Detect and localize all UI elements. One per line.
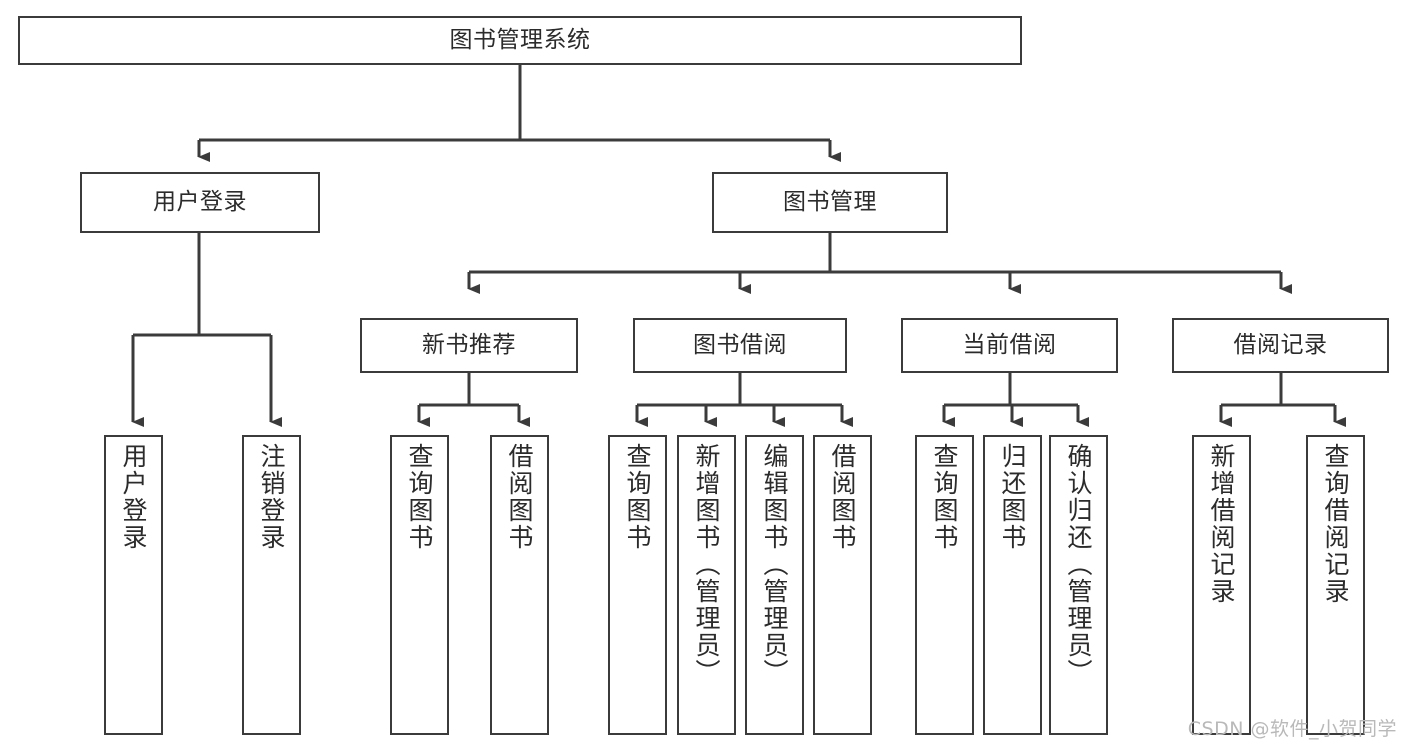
node-root-label: 图书管理系统 (449, 26, 591, 53)
node-borrow-record[interactable]: 借阅记录 (1172, 318, 1389, 373)
node-leaf-logout-login[interactable]: 注销登录 (242, 435, 301, 735)
node-leaf-borrow-book-1-label: 借阅图书 (505, 443, 534, 551)
node-leaf-add-record-label: 新增借阅记录 (1207, 443, 1236, 605)
node-book-borrow[interactable]: 图书借阅 (633, 318, 847, 373)
node-current-borrow-label: 当前借阅 (962, 331, 1057, 358)
node-book-borrow-label: 图书借阅 (693, 331, 787, 358)
node-leaf-query-book-2-label: 查询图书 (623, 443, 652, 551)
node-leaf-user-login-label: 用户登录 (119, 443, 148, 551)
node-current-borrow[interactable]: 当前借阅 (901, 318, 1118, 373)
node-user-login[interactable]: 用户登录 (80, 172, 320, 233)
node-leaf-borrow-book-2-label: 借阅图书 (828, 443, 857, 551)
node-leaf-query-book-1[interactable]: 查询图书 (390, 435, 449, 735)
node-new-book-recommend[interactable]: 新书推荐 (360, 318, 578, 373)
node-book-manage-label: 图书管理 (783, 188, 877, 215)
node-leaf-query-record[interactable]: 查询借阅记录 (1306, 435, 1365, 735)
node-leaf-edit-book[interactable]: 编辑图书（管理员） (745, 435, 804, 735)
node-leaf-user-login[interactable]: 用户登录 (104, 435, 163, 735)
node-borrow-record-label: 借阅记录 (1233, 331, 1328, 358)
node-leaf-add-book[interactable]: 新增图书（管理员） (677, 435, 736, 735)
node-leaf-edit-book-label: 编辑图书（管理员） (760, 443, 789, 686)
node-leaf-return-book-label: 归还图书 (998, 443, 1027, 551)
node-root[interactable]: 图书管理系统 (18, 16, 1022, 65)
node-leaf-add-record[interactable]: 新增借阅记录 (1192, 435, 1251, 735)
node-leaf-query-record-label: 查询借阅记录 (1321, 443, 1350, 605)
watermark-text: CSDN @软件_小贺同学 (1187, 718, 1397, 740)
node-leaf-borrow-book-1[interactable]: 借阅图书 (490, 435, 549, 735)
node-leaf-query-book-3-label: 查询图书 (930, 443, 959, 551)
node-leaf-add-book-label: 新增图书（管理员） (692, 443, 721, 686)
node-leaf-query-book-3[interactable]: 查询图书 (915, 435, 974, 735)
node-leaf-return-book[interactable]: 归还图书 (983, 435, 1042, 735)
node-leaf-confirm-return-label: 确认归还（管理员） (1064, 443, 1093, 686)
node-new-book-recommend-label: 新书推荐 (422, 331, 516, 358)
node-leaf-confirm-return[interactable]: 确认归还（管理员） (1049, 435, 1108, 735)
node-leaf-borrow-book-2[interactable]: 借阅图书 (813, 435, 872, 735)
node-leaf-logout-login-label: 注销登录 (257, 443, 286, 551)
node-leaf-query-book-1-label: 查询图书 (405, 443, 434, 551)
node-book-manage[interactable]: 图书管理 (712, 172, 948, 233)
node-leaf-query-book-2[interactable]: 查询图书 (608, 435, 667, 735)
node-user-login-label: 用户登录 (153, 188, 247, 215)
